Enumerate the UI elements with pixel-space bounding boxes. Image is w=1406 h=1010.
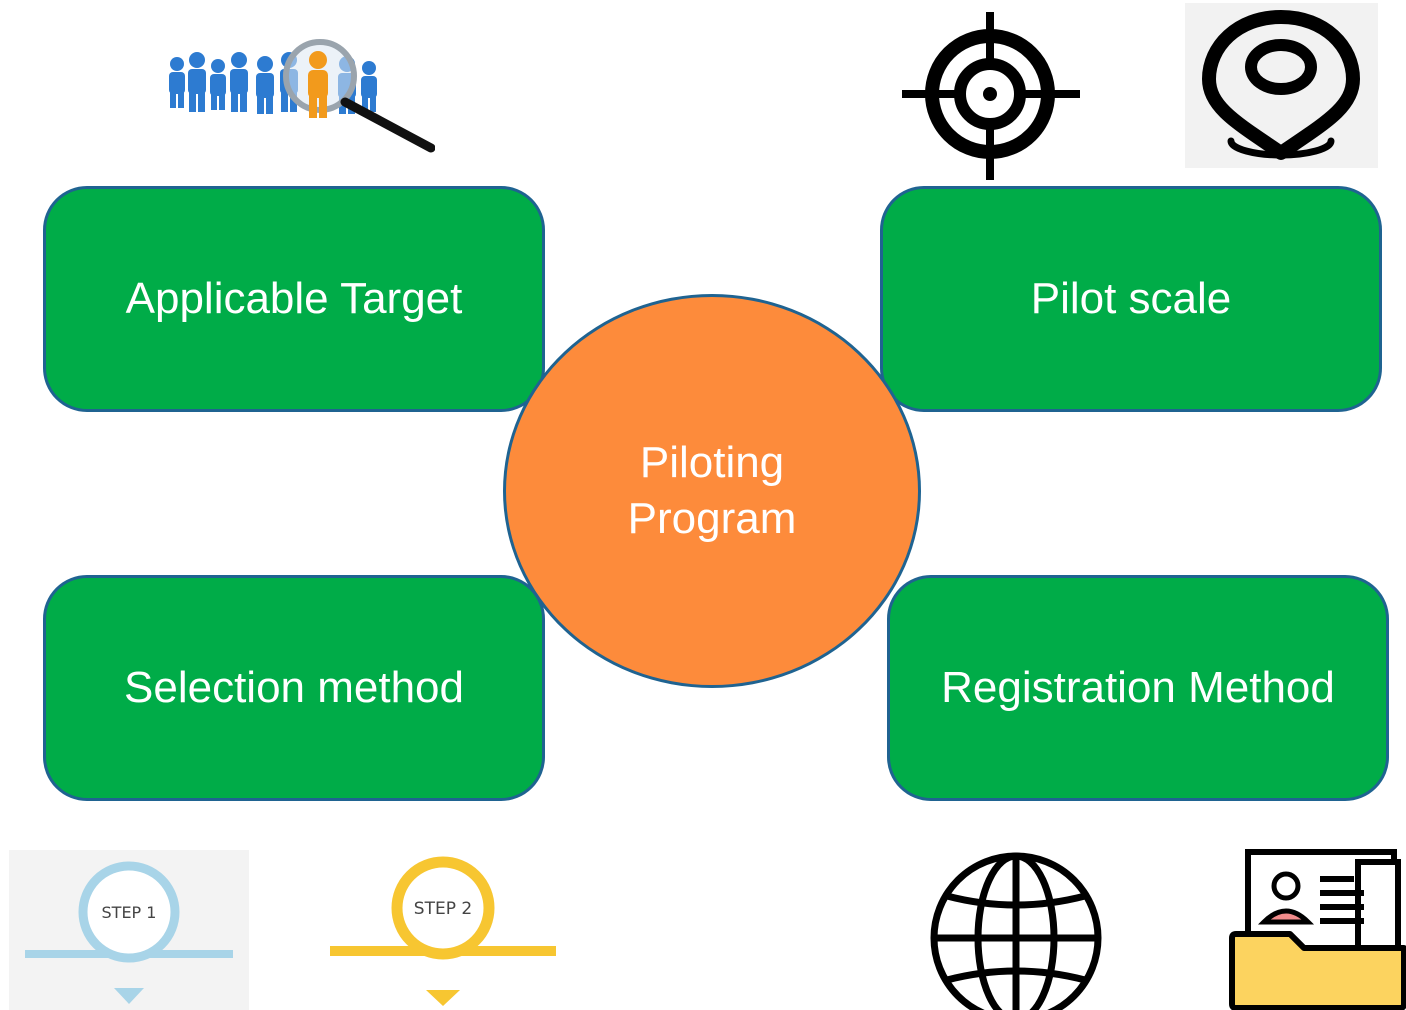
target-crosshair-icon [900, 12, 1082, 180]
people-magnifier-image [155, 20, 435, 170]
step-1-label: STEP 1 [102, 903, 157, 922]
pilot-scale-label: Pilot scale [1030, 274, 1232, 323]
step-2-label: STEP 2 [414, 899, 472, 919]
step-1-icon: STEP 1 [9, 850, 249, 1010]
registration-method-label: Registration Method [941, 663, 1335, 712]
applicable-target-label: Applicable Target [125, 274, 463, 323]
applicable-target-box: Applicable Target [43, 186, 545, 412]
contact-folder-icon [1226, 846, 1406, 1010]
step-2-icon: STEP 2 [330, 850, 560, 1010]
globe-icon [905, 840, 1127, 1010]
center-label-line1: Piloting [639, 438, 785, 487]
registration-method-box: Registration Method [887, 575, 1389, 801]
selection-method-box: Selection method [43, 575, 545, 801]
location-pin-icon [1185, 3, 1378, 168]
piloting-program-circle: Piloting Program [503, 294, 921, 688]
selection-method-label: Selection method [124, 663, 464, 712]
center-label-line2: Program [627, 494, 797, 543]
pilot-scale-box: Pilot scale [880, 186, 1382, 412]
